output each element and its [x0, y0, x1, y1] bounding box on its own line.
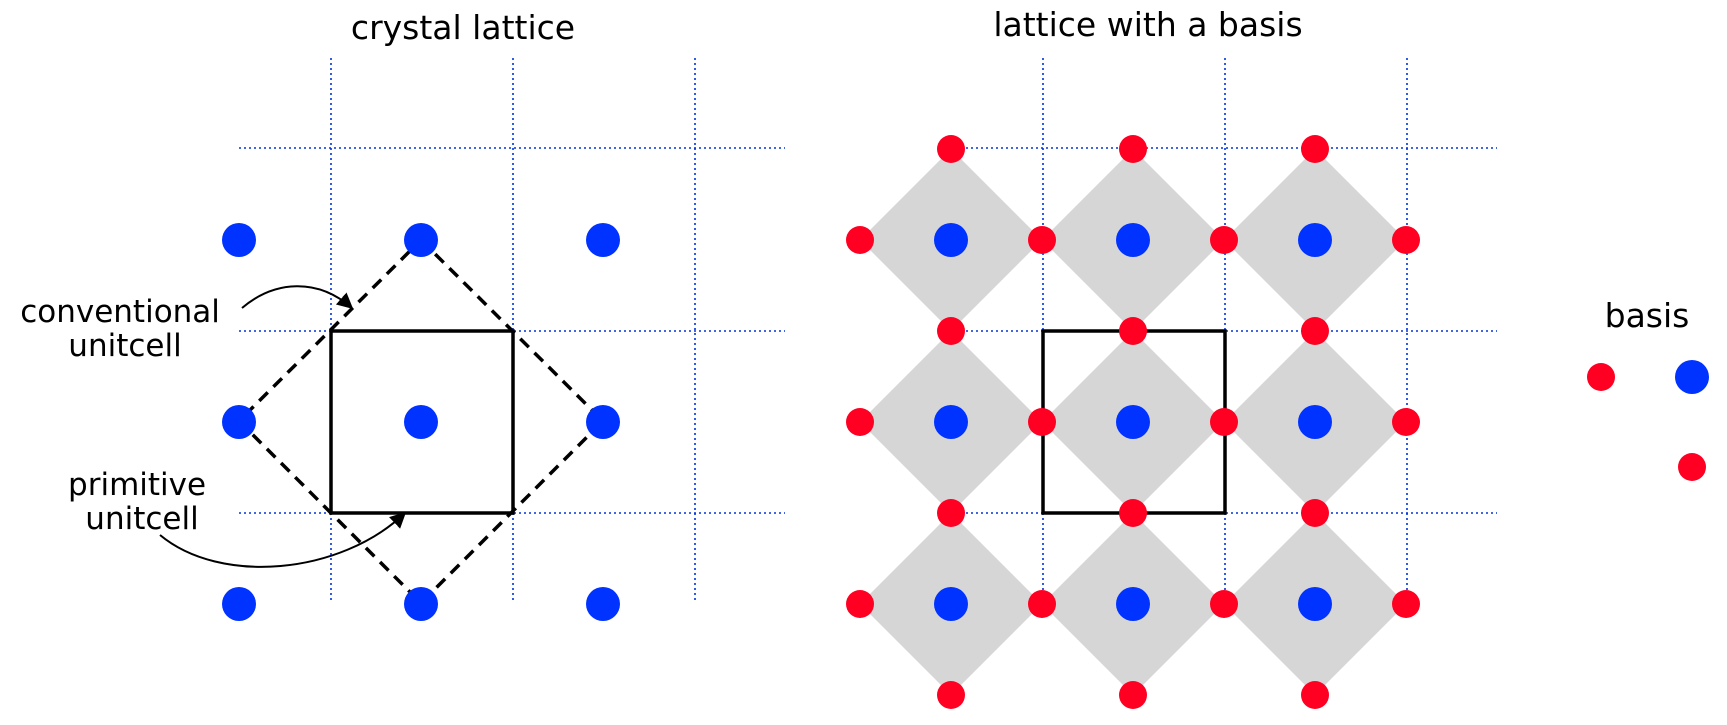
basis-blue-atom [1675, 360, 1709, 394]
conventional-label-line-1: conventional [20, 294, 220, 330]
lattice-atom [934, 223, 968, 257]
lattice-atom [586, 587, 620, 621]
basis-red-atom [1392, 590, 1420, 618]
basis-red-atom [1028, 408, 1056, 436]
basis-red-atom [1301, 499, 1329, 527]
primitive-label-line-1: primitive [68, 467, 206, 503]
basis-red-atom [846, 590, 874, 618]
lattice-with-basis-title: lattice with a basis [993, 5, 1302, 44]
basis-lattice-atoms [846, 135, 1420, 709]
basis-red-atom [1210, 226, 1238, 254]
basis-red-atom [1301, 317, 1329, 345]
basis-red-atom [1301, 681, 1329, 709]
lattice-atom [1116, 405, 1150, 439]
conventional-unitcell-label: conventional unitcell [20, 294, 230, 364]
lattice-atom [1116, 223, 1150, 257]
basis-red-atom [1119, 135, 1147, 163]
lattice-atom [404, 405, 438, 439]
lattice-with-basis-panel: lattice with a basis [846, 5, 1497, 709]
primitive-label-line-2: unitcell [85, 501, 198, 537]
conventional-arrow [241, 285, 354, 310]
basis-red-atom [937, 135, 965, 163]
basis-red-atom-bottom [1678, 453, 1706, 481]
basis-red-atom [937, 681, 965, 709]
lattice-atom [1298, 223, 1332, 257]
lattice-atom [222, 405, 256, 439]
basis-title: basis [1605, 296, 1690, 335]
crystal-lattice-title: crystal lattice [351, 8, 575, 47]
basis-red-atom [1028, 590, 1056, 618]
crystal-lattice-panel: crystal lattice conventional unitcell pr… [20, 8, 785, 621]
lattice-atom [222, 223, 256, 257]
basis-red-atom [1392, 408, 1420, 436]
basis-red-atom [1028, 226, 1056, 254]
lattice-atom [586, 223, 620, 257]
primitive-unitcell-outline [236, 237, 606, 606]
conventional-unitcell-outline [329, 329, 515, 515]
lattice-atom [404, 223, 438, 257]
lattice-atom [1298, 587, 1332, 621]
basis-red-atom [1119, 317, 1147, 345]
primitive-arrow [159, 511, 407, 568]
basis-red-atom-left [1587, 363, 1615, 391]
basis-red-atom [1210, 408, 1238, 436]
basis-red-atom [1210, 590, 1238, 618]
lattice-atom [222, 587, 256, 621]
primitive-unitcell-label: primitive unitcell [68, 467, 216, 537]
basis-red-atom [846, 226, 874, 254]
lattice-atom [934, 587, 968, 621]
lattice-atom [586, 405, 620, 439]
lattice-atom [1298, 405, 1332, 439]
lattice-atom [934, 405, 968, 439]
conventional-label-line-2: unitcell [68, 328, 181, 364]
basis-red-atom [937, 499, 965, 527]
lattice-atoms [222, 223, 620, 621]
basis-red-atom [846, 408, 874, 436]
basis-red-atom [937, 317, 965, 345]
basis-red-atom [1301, 135, 1329, 163]
lattice-atom [1116, 587, 1150, 621]
basis-legend: basis [1587, 296, 1709, 481]
lattice-atom [404, 587, 438, 621]
basis-red-atom [1119, 681, 1147, 709]
basis-red-atom [1392, 226, 1420, 254]
basis-red-atom [1119, 499, 1147, 527]
